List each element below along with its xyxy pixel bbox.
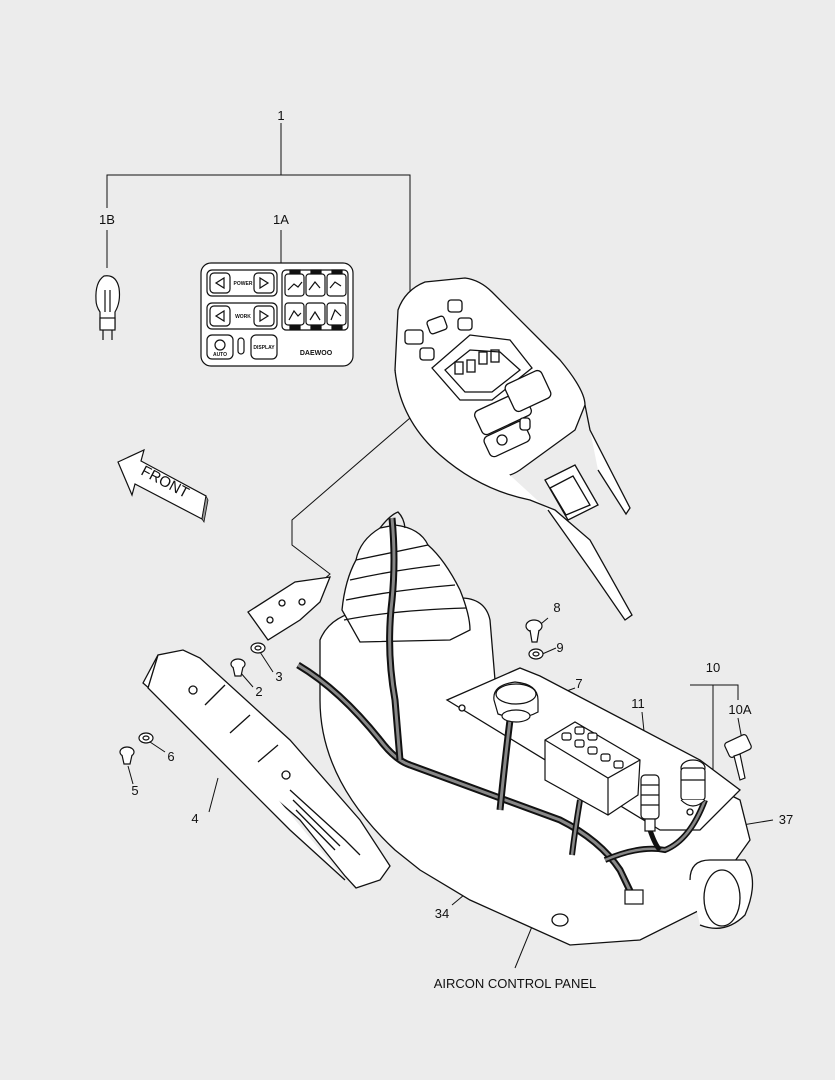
callout-1b: 1B (99, 212, 115, 227)
callout-2: 2 (255, 684, 262, 699)
display-label: DISPLAY (253, 345, 275, 351)
brand-label: DAEWOO (300, 350, 333, 357)
callout-1: 1 (277, 108, 284, 123)
aircon-control-panel (544, 721, 641, 816)
work-label: WORK (235, 314, 251, 320)
callout-34: 34 (435, 906, 449, 921)
callout-9: 9 (556, 640, 563, 655)
power-label: POWER (234, 281, 253, 287)
callout-3: 3 (275, 669, 282, 684)
screw-5 (119, 746, 135, 765)
bulb-1b (95, 275, 121, 340)
callout-4: 4 (191, 811, 198, 826)
callout-5: 5 (131, 783, 138, 798)
front-arrow: FRONT (117, 448, 209, 524)
callout-labels: 1 1A 1B 2 3 4 5 6 7 8 9 10 10A 11 34 37 … (99, 108, 793, 991)
callout-10a: 10A (728, 702, 751, 717)
lower-console (319, 511, 754, 946)
washer-9 (528, 648, 544, 660)
callout-10: 10 (706, 660, 720, 675)
round-switch-7 (493, 681, 539, 723)
switch-panel-text: POWER WORK AUTO DISPLAY DAEWOO (213, 281, 333, 358)
auto-label: AUTO (213, 352, 227, 358)
callout-6: 6 (167, 749, 174, 764)
connector-11 (640, 774, 660, 832)
washer-3 (250, 642, 266, 654)
side-cover-4 (142, 576, 391, 889)
starter-switch-10 (680, 759, 706, 807)
callout-37: 37 (779, 812, 793, 827)
key-10a (724, 734, 752, 781)
fasteners (119, 619, 544, 765)
callout-7: 7 (575, 676, 582, 691)
callout-11: 11 (631, 696, 645, 711)
callout-1a: 1A (273, 212, 289, 227)
screw-8 (525, 619, 543, 643)
switch-panel-1a (200, 262, 354, 367)
wiring-harness-34 (296, 517, 708, 905)
aircon-control-panel-label: AIRCON CONTROL PANEL (434, 976, 597, 991)
callout-8: 8 (553, 600, 560, 615)
screw-2 (230, 658, 246, 677)
instrument-console (394, 277, 633, 621)
washer-6 (138, 732, 154, 744)
